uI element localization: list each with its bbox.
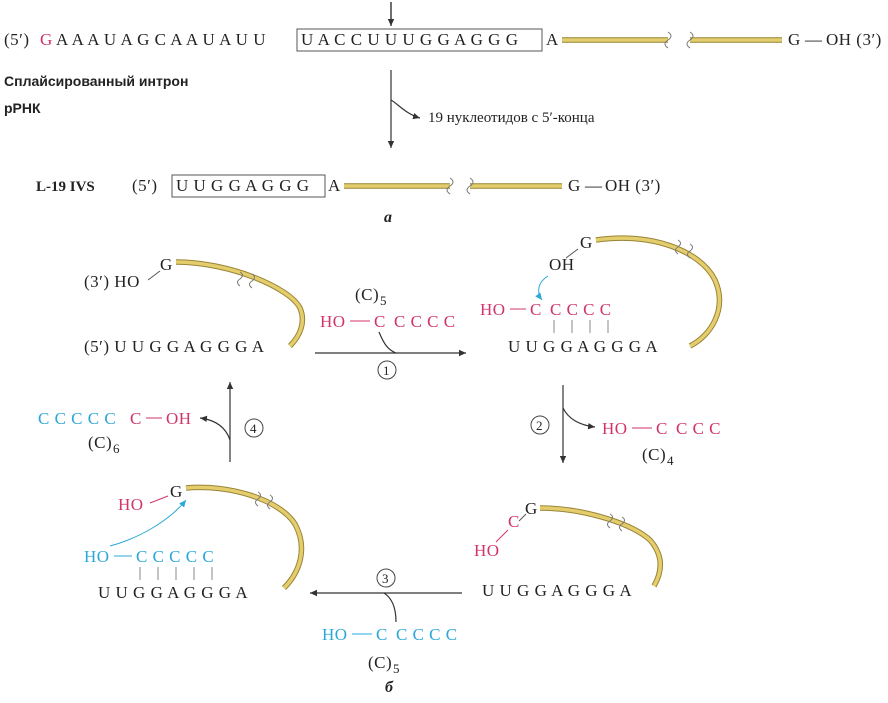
adenine-end: A: [546, 30, 559, 49]
c6-oh: OH: [166, 409, 192, 428]
c-first-1: C: [374, 312, 386, 331]
bl-g: G: [170, 482, 183, 501]
c-first-cyan: C: [376, 625, 388, 644]
c6-c-red: C: [130, 409, 142, 428]
five-prime-label: (5′): [4, 30, 30, 49]
step-4-arrow: 4: [199, 382, 264, 462]
state-top-right: G OH HO C C C C C U U G G A G G G A: [480, 233, 723, 356]
c5-label-2: (C): [368, 653, 392, 672]
l19-adenine: A: [328, 176, 341, 195]
c6-seq: C C C C C: [38, 409, 116, 428]
ho-red-2: HO: [480, 300, 506, 319]
bl-ho-red: HO: [118, 495, 144, 514]
state-bottom-right: G C HO U U G G A G G G A: [474, 499, 663, 600]
bond-dash: —: [804, 30, 823, 49]
l19-five-prime: (5′): [132, 176, 158, 195]
l19-end-g: G: [568, 176, 581, 195]
rna-loop-tl: [175, 259, 306, 348]
rna-loop-bl: [185, 484, 305, 590]
l19-boxed-seq: U U G G A G G G: [176, 176, 310, 195]
ho-red-3: HO: [602, 419, 628, 438]
c5-subscript: 5: [380, 293, 387, 308]
precursor-sequence: (5′) G A A A U A G C A A U A U U U A C C…: [4, 2, 882, 52]
step-1-arrow: 1: [315, 331, 466, 380]
br-g: G: [525, 499, 538, 518]
boxed-region: [296, 28, 543, 52]
br-c: C: [508, 512, 520, 531]
tr-g: G: [580, 233, 593, 252]
rna-loop-tr: [595, 235, 723, 349]
step-2-label: 2: [536, 418, 543, 433]
c6-label: (C): [88, 433, 112, 452]
cleave-note: 19 нуклеотидов с 5′-конца: [428, 110, 595, 126]
intron-label-line2: рРНК: [4, 100, 41, 116]
step-2-arrow: 2: [530, 385, 596, 463]
product-c6: C C C C C C OH (C) 6: [38, 409, 192, 456]
step-1-label: 1: [383, 363, 390, 378]
three-prime-oh: OH (3′): [826, 30, 882, 49]
l19-boxed-region: [171, 174, 326, 198]
rna-loop-br: [539, 505, 663, 588]
tl-seq: (5′) U U G G A G G G A: [84, 337, 265, 356]
br-ho: HO: [474, 541, 500, 560]
state-bottom-left: G HO HO C C C C C U U G G A G G G A: [84, 482, 305, 602]
step-3-label: 3: [382, 571, 389, 586]
substrate-c5-step1: (C) 5 HO C C C C C: [320, 285, 456, 331]
tr-oh: OH: [549, 255, 575, 274]
c-rest-1: C C C C: [394, 312, 456, 331]
c-first-2: C: [530, 300, 542, 319]
state-top-left: G (3′) HO (5′) U U G G A G G G A: [84, 255, 306, 356]
sequence-boxed: U A C C U U U G G A G G G: [301, 30, 518, 49]
c4-subscript: 4: [667, 453, 674, 468]
c-rest-2: C C C C: [550, 300, 612, 319]
l19-label: L-19 IVS: [36, 179, 95, 195]
bl-c-seq: C C C C C: [136, 547, 214, 566]
cleavage-reaction-arrow: [387, 70, 421, 148]
bl-ho-cyan: HO: [84, 547, 110, 566]
product-c4: HO C C C C (C) 4: [602, 419, 721, 468]
step-4-label: 4: [250, 421, 257, 436]
c-rest-3: C C C: [676, 419, 721, 438]
l19-dash: —: [584, 176, 603, 195]
tr-seq: U U G G A G G G A: [508, 337, 658, 356]
rna-strand-top: [562, 31, 782, 49]
c-first-3: C: [656, 419, 668, 438]
c5-label: (C): [355, 285, 379, 304]
c6-subscript: 6: [113, 441, 120, 456]
panel-a-label: а: [384, 209, 392, 226]
c5-subscript-2: 5: [393, 661, 400, 676]
step-3-arrow: 3: [310, 568, 462, 623]
br-seq: U U G G A G G G A: [482, 581, 632, 600]
tl-g: G: [160, 255, 173, 274]
bl-seq: U U G G A G G G A: [98, 583, 248, 602]
intron-label-line1: Сплайсированный интрон: [4, 73, 188, 89]
substrate-c5-step3: HO C C C C C (C) 5: [322, 625, 458, 676]
panel-b-label: б: [385, 679, 394, 696]
rna-strand-l19: [344, 177, 562, 195]
end-guanosine: G: [788, 30, 801, 49]
l19-oh3: OH (3′): [605, 176, 661, 195]
l19-ivs-sequence: L-19 IVS (5′) U U G G A G G G A G — OH (…: [36, 174, 661, 198]
sequence-prefix: A A A U A G C A A U A U U: [56, 30, 266, 49]
guanosine-red: G: [40, 30, 53, 49]
tl-ho: (3′) HO: [84, 272, 140, 291]
c4-label: (C): [642, 445, 666, 464]
ho-cyan-1: HO: [322, 625, 348, 644]
ho-red-1: HO: [320, 312, 346, 331]
c-rest-cyan: C C C C: [396, 625, 458, 644]
